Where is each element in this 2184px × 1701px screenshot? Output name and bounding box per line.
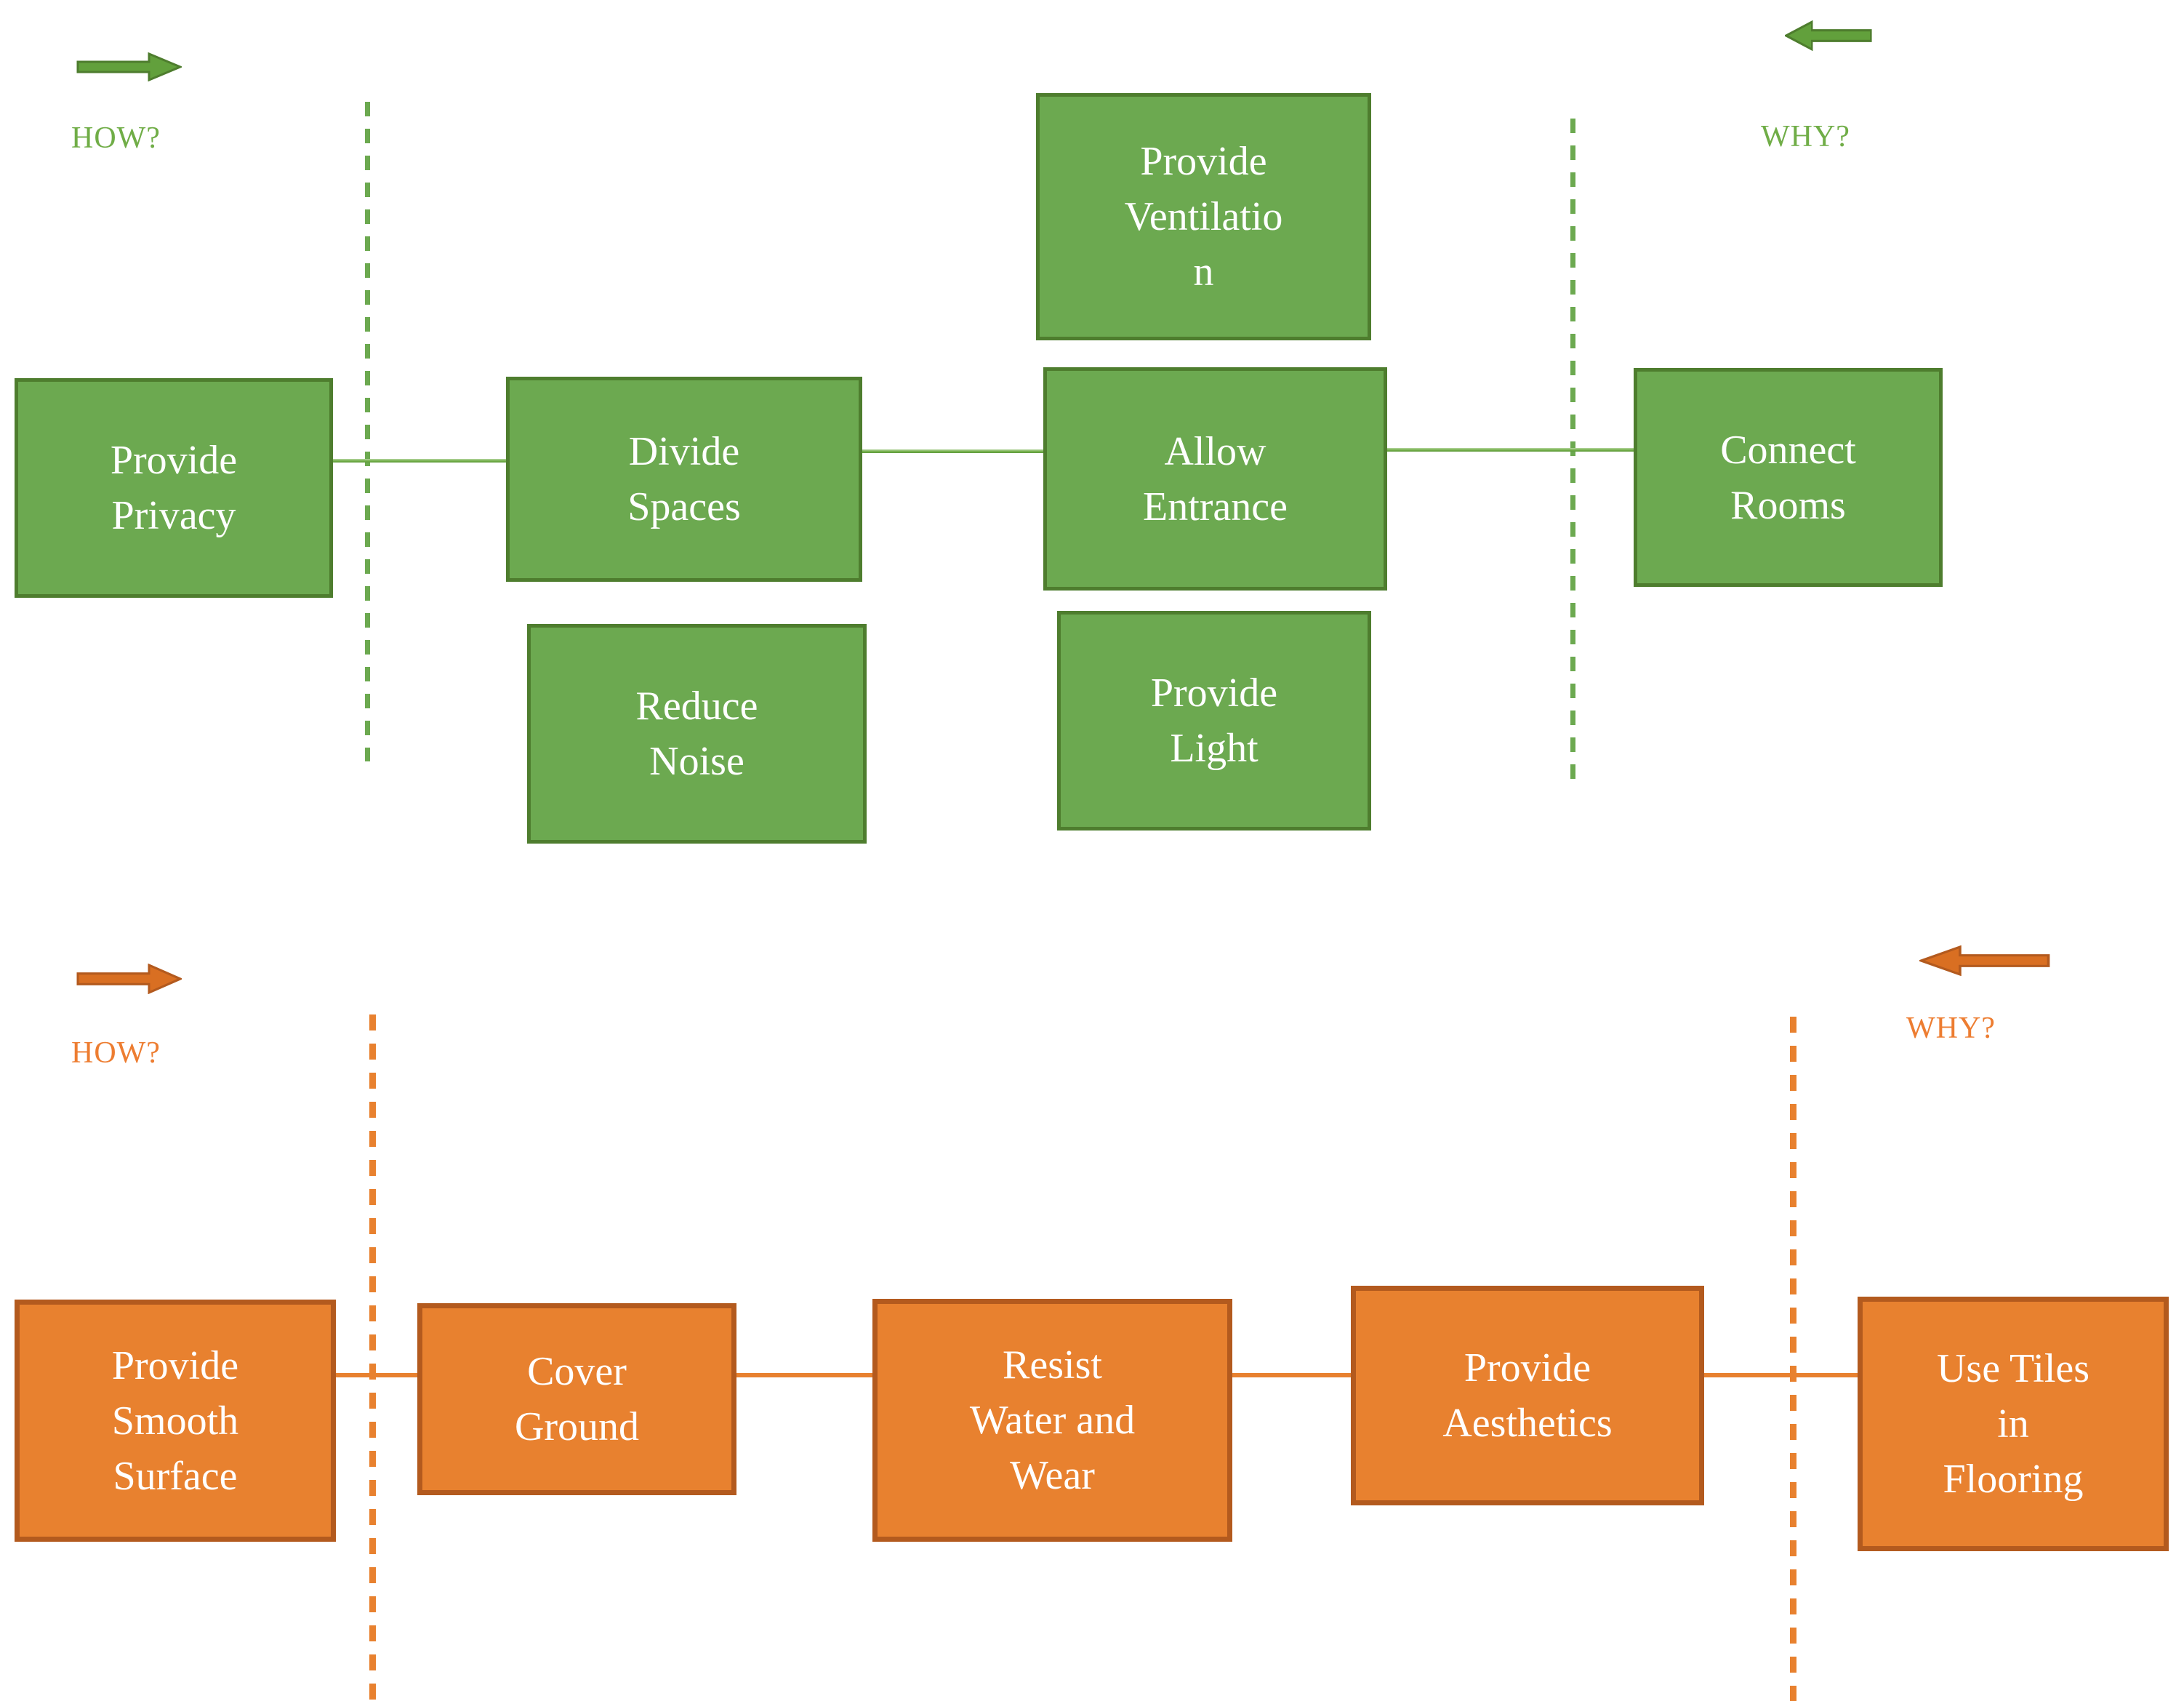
- tiles-why-arrow-left-icon: [1919, 945, 2050, 976]
- connector-entrance-connect: [1387, 448, 1634, 452]
- connector-smooth-cover: [332, 1373, 419, 1377]
- walls-why-label: WHY?: [1761, 120, 1850, 153]
- connector-privacy-divide: [333, 459, 507, 463]
- box-cover-ground: Cover Ground: [417, 1303, 736, 1495]
- box-resist-water-and-wear: Resist Water and Wear: [872, 1299, 1232, 1542]
- walls-why-arrow-left-icon: [1785, 20, 1872, 51]
- tiles-why-label: WHY?: [1906, 1012, 1996, 1045]
- box-reduce-noise: Reduce Noise: [527, 624, 867, 844]
- connector-resist-aesthetics: [1232, 1373, 1352, 1377]
- box-label: Allow Entrance: [1143, 428, 1288, 529]
- walls-left-dashed-divider: [365, 102, 370, 761]
- box-use-tiles-in-flooring: Use Tiles in Flooring: [1858, 1297, 2169, 1551]
- box-label: Provide Ventilatio n: [1124, 139, 1283, 295]
- tiles-left-dashed-divider: [369, 1014, 376, 1701]
- box-label: Provide Aesthetics: [1442, 1345, 1613, 1446]
- connector-divide-entrance: [862, 449, 1045, 453]
- box-label: Connect Rooms: [1720, 427, 1856, 528]
- tiles-how-arrow-right-icon: [76, 964, 182, 994]
- tiles-how-label: HOW?: [71, 1036, 161, 1070]
- box-allow-entrance: Allow Entrance: [1043, 367, 1387, 591]
- connector-aesthetics-tiles: [1704, 1373, 1859, 1377]
- box-divide-spaces: Divide Spaces: [506, 377, 862, 582]
- connector-cover-resist: [736, 1373, 874, 1377]
- box-provide-aesthetics: Provide Aesthetics: [1351, 1286, 1704, 1505]
- box-label: Reduce Noise: [635, 684, 758, 784]
- box-label: Provide Privacy: [110, 438, 238, 538]
- box-label: Provide Smooth Surface: [111, 1342, 239, 1499]
- box-provide-privacy: Provide Privacy: [15, 378, 333, 598]
- walls-how-label: HOW?: [71, 121, 161, 155]
- box-provide-ventilation: Provide Ventilatio n: [1036, 93, 1371, 340]
- box-label: Divide Spaces: [627, 429, 741, 529]
- box-provide-light: Provide Light: [1057, 611, 1371, 831]
- tiles-right-dashed-divider: [1790, 1017, 1796, 1701]
- box-label: Resist Water and Wear: [969, 1342, 1136, 1498]
- box-label: Use Tiles in Flooring: [1936, 1346, 2090, 1502]
- box-label: Cover Ground: [514, 1349, 640, 1449]
- box-label: Provide Light: [1150, 671, 1278, 771]
- walls-how-arrow-right-icon: [76, 52, 182, 81]
- box-provide-smooth-surface: Provide Smooth Surface: [15, 1300, 336, 1542]
- box-connect-rooms: Connect Rooms: [1634, 368, 1943, 587]
